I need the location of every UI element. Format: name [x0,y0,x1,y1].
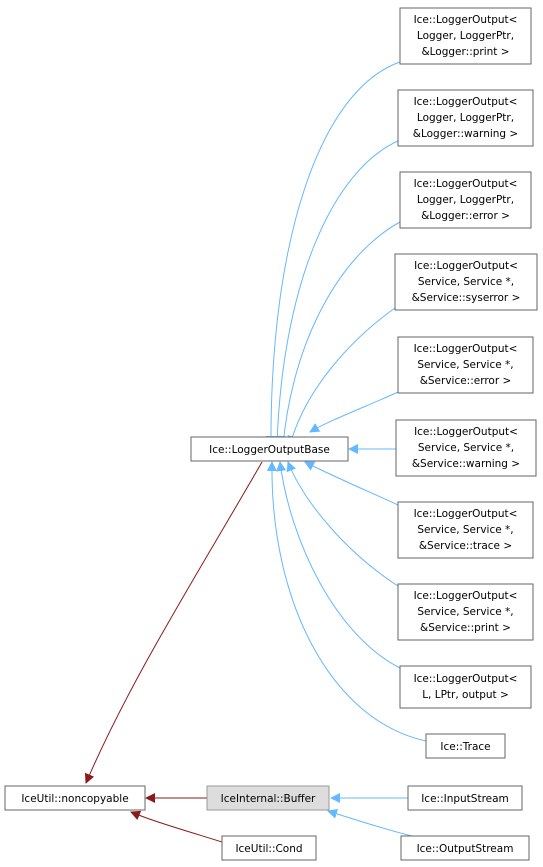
node-label-line: &Service::trace > [419,540,512,552]
edge-lo-warning-to-base [272,139,401,446]
node-loggeroutput-service-error[interactable]: Ice::LoggerOutput< Service, Service *, &… [397,336,534,394]
node-label-line: Service, Service *, [417,606,513,618]
node-label-line: IceUtil::Cond [235,843,302,855]
edge-lo-print-to-base [265,61,401,446]
node-label-line: &Logger::warning > [413,128,518,140]
node-label-line: Service, Service *, [417,524,513,536]
edge-outputstream-to-buffer [327,808,413,837]
node-label-line: Ice::LoggerOutput< [414,590,518,602]
node-loggeroutput-logger-error[interactable]: Ice::LoggerOutput< Logger, LoggerPtr, &L… [399,171,532,229]
node-label-line: Ice::LoggerOutput< [414,96,518,108]
node-loggeroutput-service-syserror[interactable]: Ice::LoggerOutput< Service, Service *, &… [394,253,538,311]
edges [84,61,427,843]
node-iceinternal-buffer[interactable]: IceInternal::Buffer [206,785,330,811]
node-iceutil-noncopyable[interactable]: IceUtil::noncopyable [4,785,146,811]
node-label-line: Logger, LoggerPtr, [417,112,514,124]
nodes: Ice::LoggerOutput< Logger, LoggerPtr, &L… [4,7,538,861]
edge-base-to-noncopyable [84,461,263,784]
node-loggeroutput-logger-print[interactable]: Ice::LoggerOutput< Logger, LoggerPtr, &L… [399,7,532,65]
node-iceutil-cond[interactable]: IceUtil::Cond [221,835,317,861]
node-label-line: Ice::LoggerOutput< [414,426,518,438]
edge-trace-to-base [266,461,427,742]
node-label-line: Ice::LoggerOutput< [414,508,518,520]
node-label-line: &Service::print > [420,622,511,634]
edge-cond-to-noncopyable [130,810,223,843]
node-label-line: Ice::Trace [440,741,490,753]
node-label-line: Service, Service *, [418,276,514,288]
node-label-line: &Service::syserror > [412,292,521,304]
edge-so-print-to-base [286,461,399,587]
node-loggeroutput-service-print[interactable]: Ice::LoggerOutput< Service, Service *, &… [397,583,534,641]
node-label-line: &Logger::error > [421,210,510,222]
node-label-line: &Logger::print > [421,46,509,58]
edge-lo-error-to-base [278,221,401,446]
node-label-line: L, LPtr, output > [422,689,509,701]
node-loggeroutput-service-warning[interactable]: Ice::LoggerOutput< Service, Service *, &… [395,419,537,477]
node-label-line: IceUtil::noncopyable [21,793,128,805]
node-label-line: Ice::OutputStream [417,843,514,855]
node-label-line: Ice::LoggerOutput< [414,260,518,272]
edge-so-error-to-base [309,391,399,433]
node-label-line: Ice::LoggerOutput< [414,178,518,190]
node-label-line: &Service::warning > [412,458,520,470]
node-label-line: Ice::LoggerOutputBase [209,444,330,456]
node-label-line: Ice::LoggerOutput< [414,14,518,26]
node-ice-trace[interactable]: Ice::Trace [425,733,506,759]
node-label-line: &Service::error > [420,375,512,387]
node-loggeroutput-logger-warning[interactable]: Ice::LoggerOutput< Logger, LoggerPtr, &L… [397,89,534,147]
node-label-line: Service, Service *, [418,442,514,454]
node-label-line: Logger, LoggerPtr, [417,194,514,206]
node-loggeroutputbase[interactable]: Ice::LoggerOutputBase [190,436,349,462]
edge-so-syserror-to-base [287,307,396,446]
node-loggeroutput-l[interactable]: Ice::LoggerOutput< L, LPtr, output > [399,665,532,709]
edge-lo-l-to-base [276,461,401,669]
node-label-line: Logger, LoggerPtr, [417,30,514,42]
node-label-line: Ice::InputStream [421,793,509,805]
node-ice-outputstream[interactable]: Ice::OutputStream [400,835,530,861]
node-label-line: Ice::LoggerOutput< [414,673,518,685]
node-label-line: IceInternal::Buffer [221,793,316,805]
node-ice-inputstream[interactable]: Ice::InputStream [407,785,523,811]
edge-so-trace-to-base [304,461,399,506]
node-label-line: Service, Service *, [417,359,513,371]
node-label-line: Ice::LoggerOutput< [414,343,518,355]
node-loggeroutput-service-trace[interactable]: Ice::LoggerOutput< Service, Service *, &… [397,501,534,559]
